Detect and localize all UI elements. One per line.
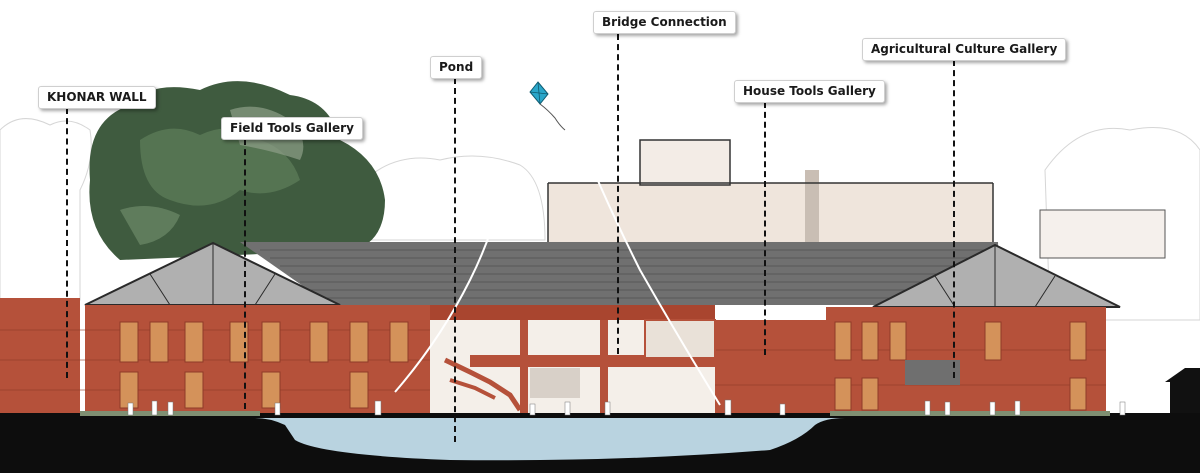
ground-and-pond (0, 411, 1200, 473)
house-tools-gallery-leader (764, 102, 766, 355)
label-house-tools-gallery: House Tools Gallery (734, 80, 885, 103)
agricultural-culture-gallery-leader (953, 60, 955, 378)
upper-block (547, 139, 1166, 259)
label-agricultural-culture-gallery: Agricultural Culture Gallery (862, 38, 1067, 61)
label-bridge-connection: Bridge Connection (593, 11, 736, 34)
main-roof (84, 241, 1121, 308)
label-pond: Pond (430, 56, 483, 79)
people-figures (127, 399, 1126, 416)
background-trees (0, 118, 1200, 321)
label-field-tools-gallery: Field Tools Gallery (221, 117, 363, 140)
pond-leader (454, 78, 456, 442)
label-khonar-wall: KHONAR WALL (38, 86, 156, 109)
khonar-wall-leader (66, 108, 68, 378)
kite (529, 81, 566, 131)
central-section-cutaway (430, 319, 716, 413)
kite-strings (394, 124, 721, 406)
brick-facade (0, 298, 1106, 413)
field-tools-gallery-leader (244, 139, 246, 409)
bridge-connection-leader (617, 34, 619, 354)
right-edge-structure (1165, 368, 1200, 413)
